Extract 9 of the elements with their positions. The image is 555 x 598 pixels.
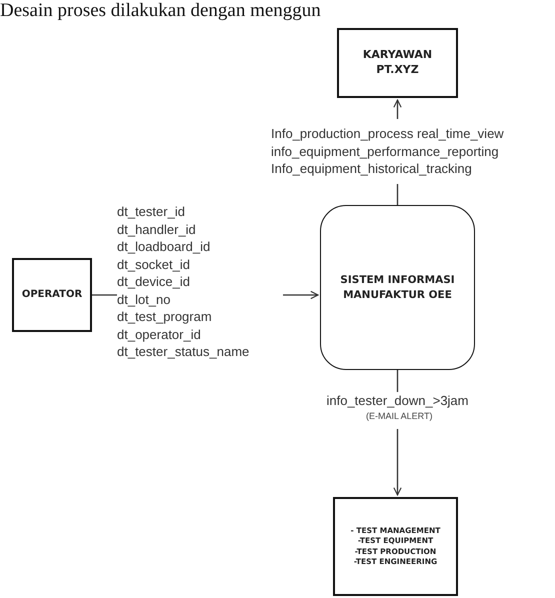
entity-box (337, 28, 458, 98)
entity-box (12, 258, 92, 332)
edge-note: (E-MAIL ALERT) (364, 410, 435, 429)
node-label: SISTEM INFORMASI MANUFAKTUR OEE (339, 273, 456, 302)
node-label: OPERATOR (22, 288, 82, 302)
entity-box (333, 497, 458, 596)
node-label: KARYAWAN PT.XYZ (362, 48, 434, 78)
system-rounded-box (320, 205, 475, 370)
heading-text: Desain proses dilakukan dengan menggun (0, 0, 321, 22)
